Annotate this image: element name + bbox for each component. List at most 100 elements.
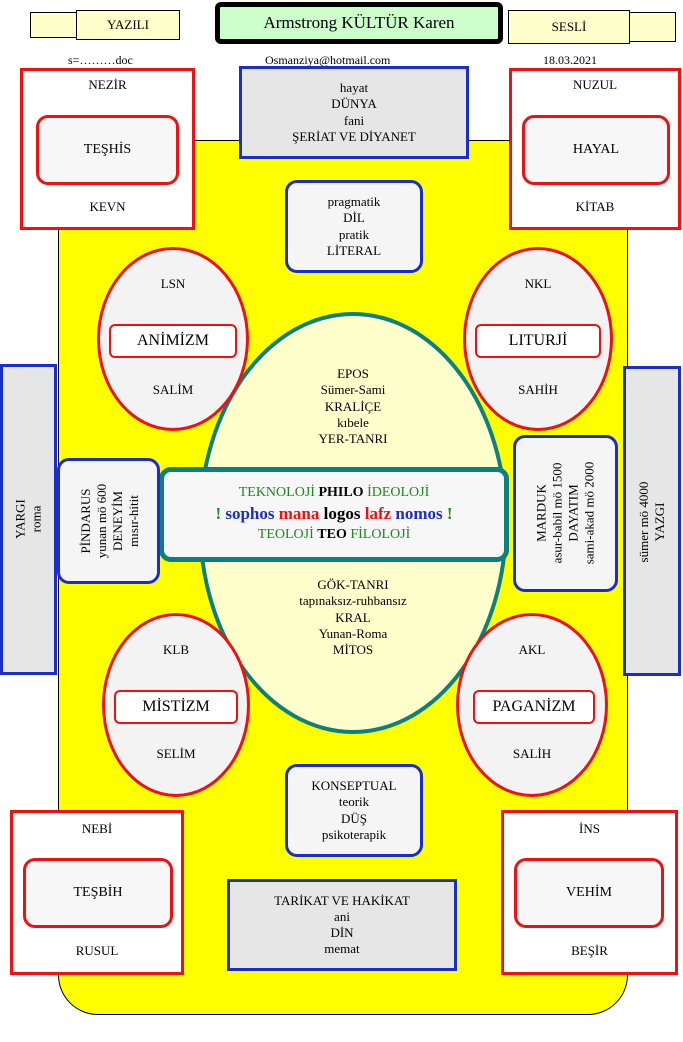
lower-middle-box: KONSEPTUAL teorik DÜŞ psikoterapik <box>285 764 423 857</box>
oval-bottom-left: KLB MİSTİZM SELİM <box>102 613 250 797</box>
oval-pill: PAGANİZM <box>473 690 595 724</box>
corner-label: RUSUL <box>75 943 119 958</box>
right-side-line: sami-akad mö 2000 <box>581 461 597 565</box>
oval-text: MİTOS <box>332 642 374 657</box>
oval-label: KLB <box>163 642 189 657</box>
right-side-box: MARDUK asur-babil mö 1500 DAYATIM sami-a… <box>513 435 618 592</box>
far-right-box: sümer mö 4000 YAZGI <box>623 366 681 676</box>
corner-label: NUZUL <box>572 77 618 92</box>
center-row-3: TEOLOJİ TEO FİLOLOJİ <box>258 526 410 545</box>
center-word: ! <box>215 504 222 524</box>
lower-middle-text: psikoterapik <box>321 826 387 842</box>
corner-label: İNS <box>579 821 600 836</box>
central-oval-lower: GÖK-TANRI tapınaksız-ruhbansız KRAL Yuna… <box>253 577 453 658</box>
upper-middle-text: pragmatik <box>327 194 381 209</box>
center-word: nomos <box>395 504 443 524</box>
pill-text: MİSTİZM <box>142 698 210 715</box>
oval-label: LSN <box>160 276 186 291</box>
far-right-line: sümer mö 4000 <box>635 481 651 563</box>
corner-label: KEVN <box>89 199 126 214</box>
oval-top-right: NKL LITURJİ SAHİH <box>463 247 613 431</box>
oval-label: SALİM <box>152 382 194 397</box>
right-side-line: MARDUK <box>533 484 548 542</box>
bottom-center-text: TARİKAT VE HAKİKAT <box>274 892 410 908</box>
lower-middle-text: KONSEPTUAL <box>311 778 397 793</box>
oval-text: KRAL <box>335 609 371 625</box>
oval-bottom-right: AKL PAGANİZM SALİH <box>456 613 608 797</box>
date-text: 18.03.2021 <box>543 53 597 67</box>
sesli-label: SESLİ <box>551 19 587 34</box>
top-center-text: ŞERİAT VE DİYANET <box>292 128 416 144</box>
bottom-center-text: DİN <box>330 925 354 940</box>
oval-text: EPOS <box>337 366 369 381</box>
corner-top-left: NEZİR TEŞHİS KEVN <box>20 68 195 230</box>
oval-text: YER-TANRI <box>318 431 388 446</box>
center-word: PHILO <box>318 485 364 501</box>
oval-text: Yunan-Roma <box>318 625 388 641</box>
center-word: mana <box>278 504 320 524</box>
center-box: TEKNOLOJİ PHILO İDEOLOJİ ! sophos mana l… <box>159 467 509 562</box>
email-text: Osmanziya@hotmail.com <box>265 53 391 67</box>
date: 18.03.2021 <box>543 53 597 68</box>
title-text: Armstrong KÜLTÜR Karen <box>263 13 455 32</box>
upper-middle-text: DİL <box>343 210 365 226</box>
right-side-line: asur-babil mö 1500 <box>549 462 565 564</box>
corner-inner-text: VEHİM <box>566 885 612 900</box>
oval-pill: LITURJİ <box>475 324 601 358</box>
corner-label: KİTAB <box>575 199 615 214</box>
top-center-text: hayat <box>339 80 369 95</box>
oval-text: KRALİÇE <box>324 398 382 414</box>
oval-label: AKL <box>518 642 546 657</box>
pill-text: PAGANİZM <box>492 698 576 715</box>
bottom-center-text: ani <box>334 908 350 924</box>
oval-pill: ANİMİZM <box>109 324 237 358</box>
center-word: logos <box>323 504 361 524</box>
far-right-line: YAZGI <box>652 502 667 542</box>
right-side-text: MARDUK asur-babil mö 1500 DAYATIM sami-a… <box>533 439 597 588</box>
oval-text: kıbele <box>337 414 369 430</box>
corner-top-right: NUZUL HAYAL KİTAB <box>509 68 681 230</box>
upper-middle-box: pragmatik DİL pratik LİTERAL <box>285 180 423 273</box>
corner-label: BEŞİR <box>571 943 608 958</box>
far-left-line: roma <box>28 505 44 533</box>
sesli-tab-fold <box>630 12 676 42</box>
oval-text: GÖK-TANRI <box>317 577 389 592</box>
center-word: sophos <box>225 504 275 524</box>
oval-label: SELİM <box>156 746 196 761</box>
center-word: lafz <box>364 504 392 524</box>
left-side-box: PİNDARUS yunan mö 600 DENEYİM mısır-hiti… <box>57 458 160 584</box>
sesli-tab: SESLİ <box>508 10 630 44</box>
page-title: Armstrong KÜLTÜR Karen <box>215 2 503 44</box>
file-name-text: s=………doc <box>68 53 133 67</box>
bottom-center-text: memat <box>324 941 360 957</box>
center-row-1: TEKNOLOJİ PHILO İDEOLOJİ <box>239 484 430 503</box>
far-right-text: sümer mö 4000 YAZGI <box>635 371 667 673</box>
left-side-text: PİNDARUS yunan mö 600 DENEYİM mısır-hiti… <box>78 462 142 580</box>
upper-middle-text: pratik <box>338 226 370 242</box>
oval-label: SAHİH <box>518 382 558 397</box>
file-name: s=………doc <box>68 53 133 68</box>
oval-label: SALİH <box>512 746 552 761</box>
bottom-center-box: TARİKAT VE HAKİKAT ani DİN memat <box>227 879 457 971</box>
far-left-line: YARGI <box>12 499 28 539</box>
right-side-line: DAYATIM <box>565 484 581 542</box>
far-left-text: YARGI roma <box>12 368 43 671</box>
left-side-line: yunan mö 600 <box>93 483 109 559</box>
corner-inner-text: TEŞBİH <box>73 885 123 900</box>
oval-label: NKL <box>524 276 552 291</box>
corner-label: NEBİ <box>81 821 113 836</box>
yazili-tab: YAZILI <box>76 10 180 40</box>
lower-middle-text: teorik <box>338 794 370 810</box>
left-side-line: DENEYİM <box>110 491 125 551</box>
left-side-line: PİNDARUS <box>77 488 93 554</box>
far-left-box: YARGI roma <box>0 364 57 675</box>
corner-inner: TEŞBİH <box>23 858 173 928</box>
center-row-2: ! sophos mana logos lafz nomos ! <box>215 503 452 526</box>
corner-inner: HAYAL <box>522 115 670 185</box>
top-center-text: DÜNYA <box>331 96 377 112</box>
center-word: TEO <box>317 526 347 542</box>
pill-text: LITURJİ <box>508 332 568 349</box>
corner-inner: VEHİM <box>514 858 664 928</box>
corner-inner-text: HAYAL <box>572 142 620 157</box>
oval-top-left: LSN ANİMİZM SALİM <box>97 247 249 431</box>
